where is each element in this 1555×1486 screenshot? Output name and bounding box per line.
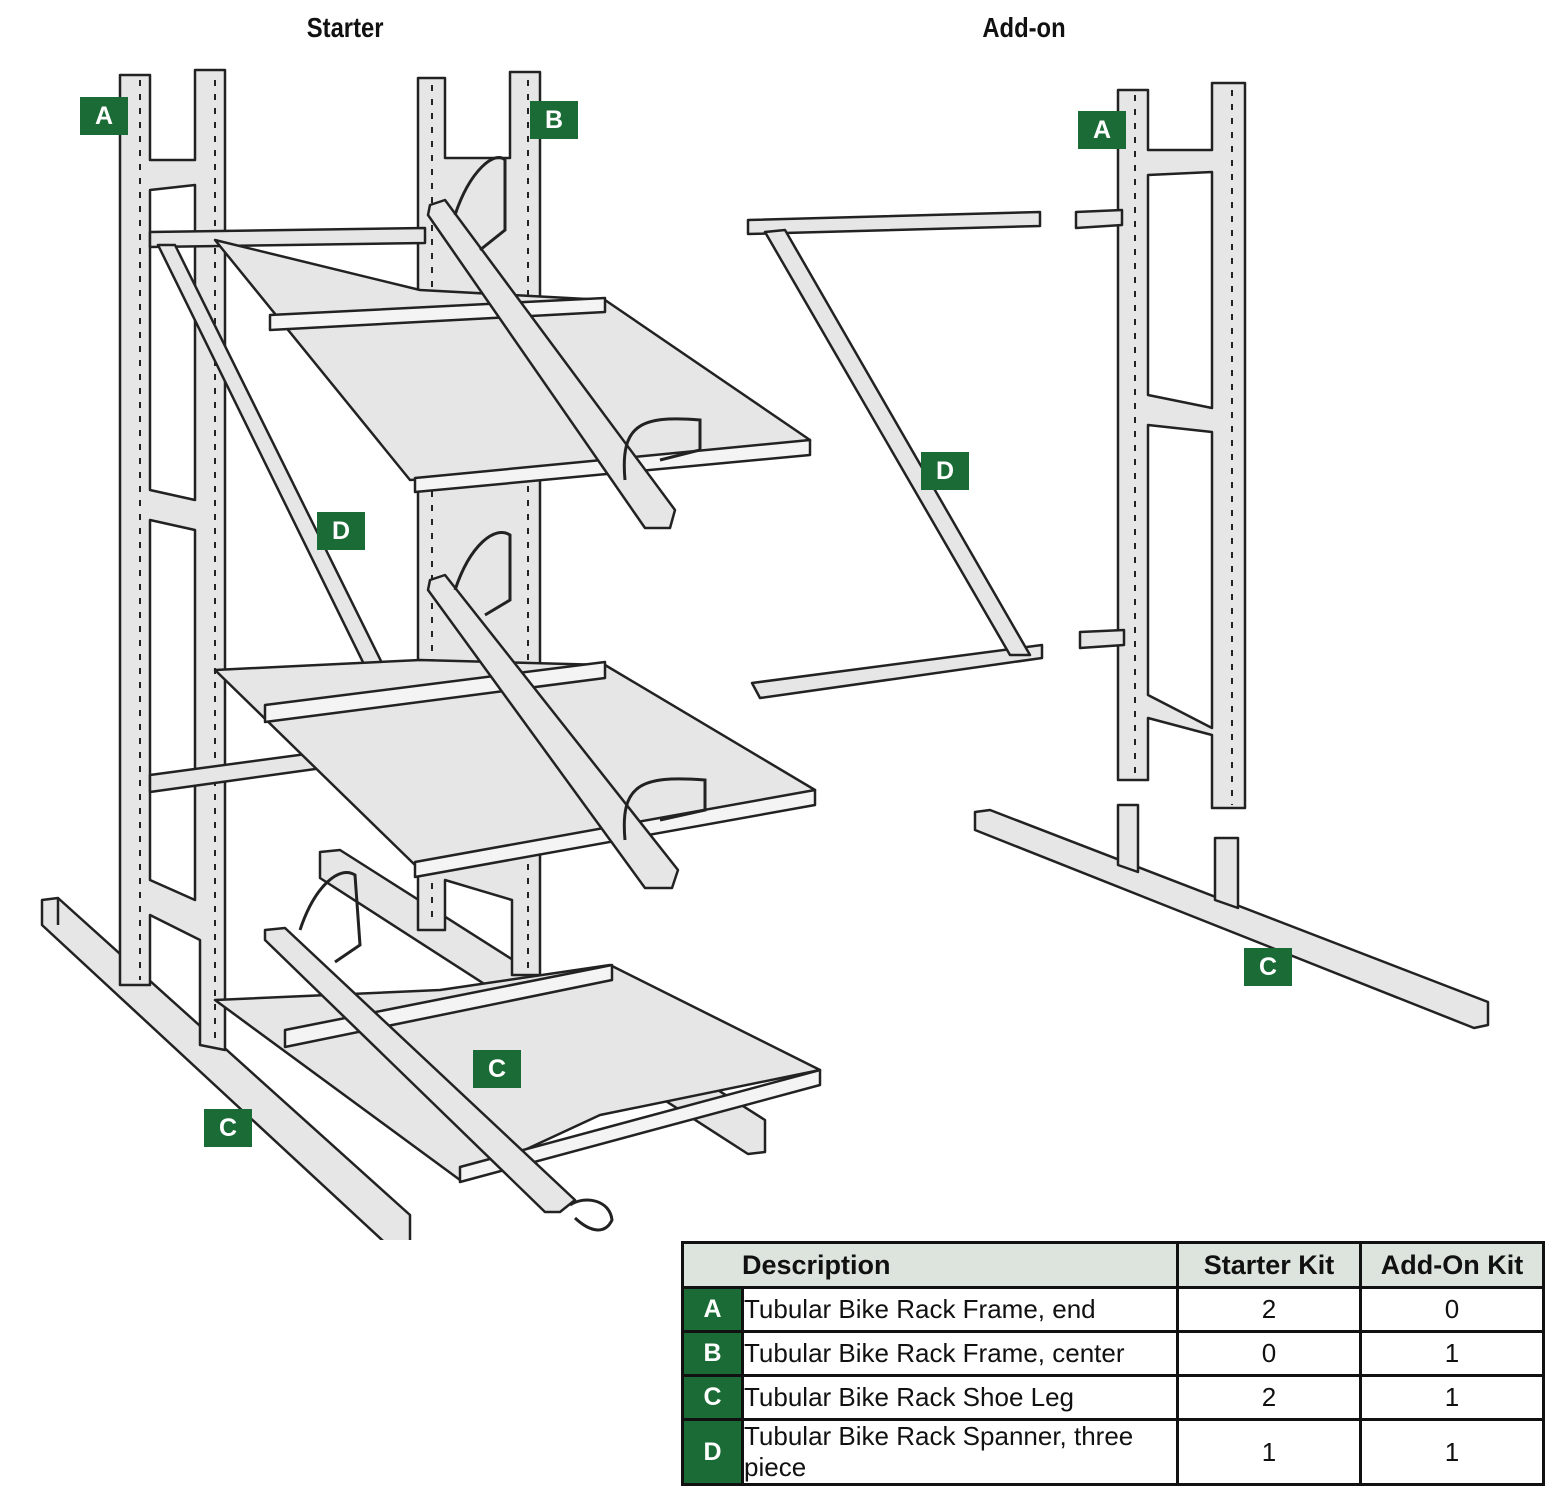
wheel-loop-2	[622, 417, 702, 481]
starter-tier-2	[213, 658, 817, 879]
addon-spanner	[746, 210, 1044, 700]
row-letter: A	[681, 1286, 744, 1333]
row-description: Tubular Bike Rack Shoe Leg	[741, 1374, 1179, 1421]
table-row: A Tubular Bike Rack Frame, end 2 0	[681, 1286, 1545, 1333]
wheel-tray-middle	[426, 573, 680, 890]
wheel-loop-6	[569, 1198, 614, 1232]
table-row: D Tubular Bike Rack Spanner, three piece…	[681, 1418, 1545, 1486]
wheel-tray-upper	[426, 198, 677, 530]
callout-c-starter-left: C	[204, 1109, 252, 1147]
row-letter: D	[681, 1418, 744, 1486]
parts-table: Description Starter Kit Add-On Kit A Tub…	[681, 1241, 1545, 1486]
row-starter-qty: 2	[1176, 1286, 1362, 1333]
starter-top-rail	[148, 226, 427, 249]
wheel-loop-4	[622, 777, 707, 841]
row-addon-qty: 0	[1359, 1286, 1545, 1333]
row-starter-qty: 0	[1176, 1330, 1362, 1377]
table-row: B Tubular Bike Rack Frame, center 0 1	[681, 1330, 1545, 1377]
addon-shoe-leg	[973, 803, 1490, 1030]
callout-d-starter: D	[317, 512, 365, 550]
row-starter-qty: 2	[1176, 1374, 1362, 1421]
row-letter: B	[681, 1330, 744, 1377]
row-addon-qty: 1	[1359, 1374, 1545, 1421]
row-starter-qty: 1	[1176, 1418, 1362, 1486]
addon-end-frame	[1074, 81, 1247, 810]
row-letter: C	[681, 1374, 744, 1421]
row-addon-qty: 1	[1359, 1330, 1545, 1377]
callout-b-starter: B	[530, 101, 578, 139]
starter-end-frame	[118, 68, 227, 1052]
callout-c-addon: C	[1244, 948, 1292, 986]
bike-rack-exploded-diagram	[40, 68, 1490, 1240]
header-description: Description	[681, 1241, 1179, 1289]
wheel-loop-1	[453, 156, 507, 252]
callout-a-starter: A	[80, 97, 128, 135]
row-description: Tubular Bike Rack Frame, center	[741, 1330, 1179, 1377]
starter-heading: Starter	[306, 12, 384, 43]
row-description: Tubular Bike Rack Spanner, three piece	[741, 1418, 1179, 1486]
callout-a-addon: A	[1078, 111, 1126, 149]
header-starter-kit: Starter Kit	[1176, 1241, 1362, 1289]
table-row: C Tubular Bike Rack Shoe Leg 2 1	[681, 1374, 1545, 1421]
addon-heading: Add-on	[982, 12, 1066, 43]
callout-c-starter-right: C	[473, 1050, 521, 1088]
row-description: Tubular Bike Rack Frame, end	[741, 1286, 1179, 1333]
callout-d-addon: D	[921, 452, 969, 490]
parts-table-header: Description Starter Kit Add-On Kit	[681, 1241, 1545, 1289]
row-addon-qty: 1	[1359, 1418, 1545, 1486]
wheel-tray-lower	[263, 926, 577, 1214]
wheel-loop-5	[298, 871, 362, 964]
wheel-loop-3	[453, 531, 512, 617]
header-addon-kit: Add-On Kit	[1359, 1241, 1545, 1289]
